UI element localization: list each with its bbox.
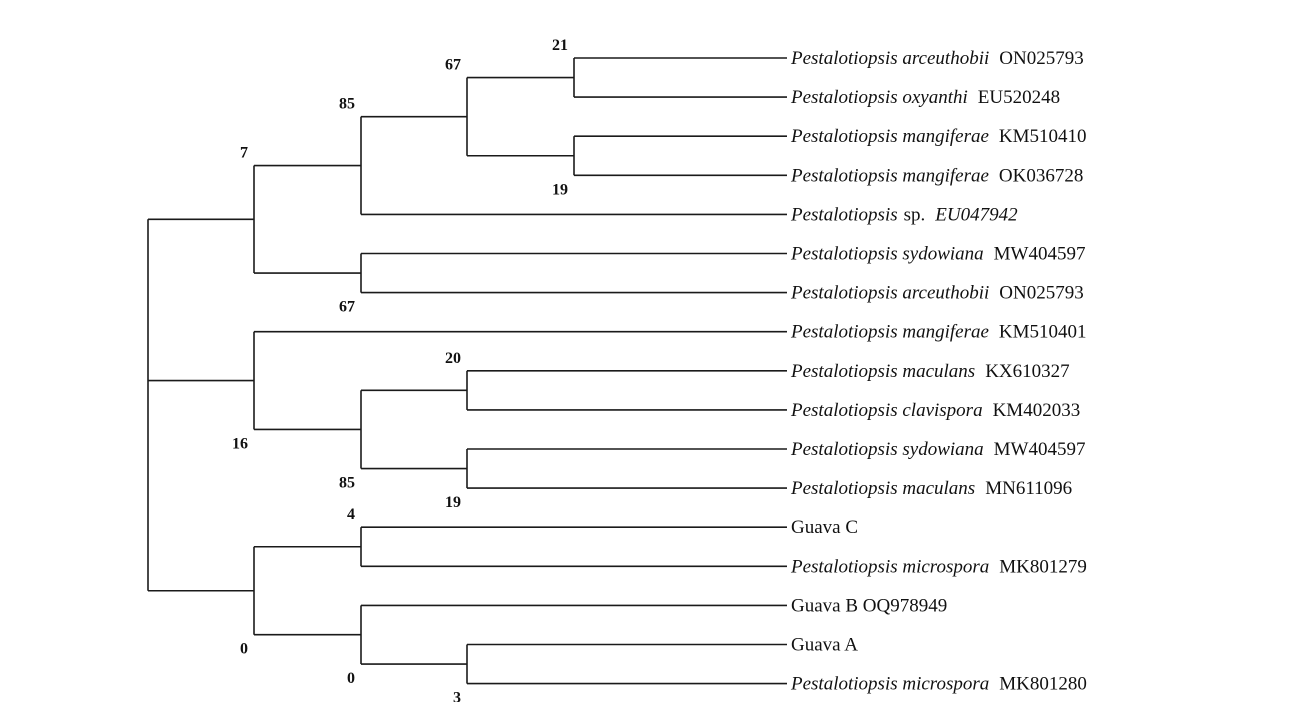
bootstrap-value: 0	[347, 670, 355, 687]
taxon-label: Pestalotiopsis sp. EU047942	[790, 204, 1018, 225]
accession-number: MK801280	[999, 674, 1087, 695]
species-name: Pestalotiopsis mangiferae	[790, 165, 989, 186]
species-name: Pestalotiopsis mangiferae	[790, 126, 989, 147]
species-name: Pestalotiopsis	[790, 204, 898, 225]
taxon-label: Pestalotiopsis mangiferae KM510410	[790, 126, 1087, 147]
taxon-label: Guava A	[791, 635, 858, 656]
accession-number: ON025793	[999, 283, 1083, 304]
bootstrap-value: 19	[445, 494, 461, 511]
taxon-label: Pestalotiopsis mangiferae OK036728	[790, 165, 1083, 186]
accession-number: EU047942	[934, 204, 1018, 225]
bootstrap-value: 67	[339, 299, 355, 316]
accession-number: ON025793	[999, 48, 1083, 69]
taxon-name: Guava C	[791, 517, 858, 538]
taxon-label: Pestalotiopsis microspora MK801279	[790, 556, 1087, 577]
taxon-label: Pestalotiopsis oxyanthi EU520248	[790, 87, 1060, 108]
species-name: Pestalotiopsis sydowiana	[790, 244, 984, 265]
taxon-label: Pestalotiopsis microspora MK801280	[790, 674, 1087, 695]
accession-number: MK801279	[999, 556, 1087, 577]
species-name: Pestalotiopsis microspora	[790, 674, 989, 695]
taxon-label: Pestalotiopsis clavispora KM402033	[790, 400, 1080, 421]
bootstrap-value: 7	[240, 145, 248, 162]
accession-number: MN611096	[985, 478, 1072, 499]
bootstrap-value: 19	[552, 181, 568, 198]
accession-number: KM402033	[993, 400, 1081, 421]
taxon-label: Pestalotiopsis arceuthobii ON025793	[790, 48, 1084, 69]
accession-number: OK036728	[999, 165, 1083, 186]
species-name: Pestalotiopsis maculans	[790, 361, 975, 382]
taxon-label: Pestalotiopsis arceuthobii ON025793	[790, 283, 1084, 304]
bootstrap-value: 21	[552, 37, 568, 54]
species-name: Pestalotiopsis arceuthobii	[790, 48, 989, 69]
accession-number: KX610327	[985, 361, 1069, 382]
taxon-name: Guava A	[791, 635, 858, 656]
taxon-label: Pestalotiopsis mangiferae KM510401	[790, 322, 1087, 343]
accession-number: MW404597	[994, 244, 1086, 265]
taxon-label: Guava C	[791, 517, 858, 538]
species-name: Pestalotiopsis sydowiana	[790, 439, 984, 460]
accession-number: KM510410	[999, 126, 1087, 147]
bootstrap-value: 67	[445, 57, 461, 74]
bootstrap-value: 3	[453, 690, 461, 702]
accession-number: EU520248	[978, 87, 1060, 108]
taxon-label: Pestalotiopsis maculans KX610327	[790, 361, 1070, 382]
species-suffix: sp.	[904, 204, 926, 225]
accession-number: KM510401	[999, 322, 1087, 343]
species-name: Pestalotiopsis mangiferae	[790, 322, 989, 343]
species-name: Pestalotiopsis microspora	[790, 556, 989, 577]
species-name: Pestalotiopsis arceuthobii	[790, 283, 989, 304]
bootstrap-value: 16	[232, 435, 248, 452]
accession-number: MW404597	[994, 439, 1086, 460]
taxon-label: Pestalotiopsis sydowiana MW404597	[790, 439, 1085, 460]
bootstrap-value: 4	[347, 506, 355, 523]
taxon-label: Guava B OQ978949	[791, 595, 947, 616]
bootstrap-value: 85	[339, 96, 355, 113]
taxon-label: Pestalotiopsis sydowiana MW404597	[790, 244, 1085, 265]
taxon-name: Guava B OQ978949	[791, 595, 947, 616]
bootstrap-value: 85	[339, 475, 355, 492]
species-name: Pestalotiopsis oxyanthi	[790, 87, 968, 108]
species-name: Pestalotiopsis maculans	[790, 478, 975, 499]
bootstrap-value: 20	[445, 350, 461, 367]
species-name: Pestalotiopsis clavispora	[790, 400, 983, 421]
taxon-label: Pestalotiopsis maculans MN611096	[790, 478, 1072, 499]
bootstrap-value: 0	[240, 641, 248, 658]
